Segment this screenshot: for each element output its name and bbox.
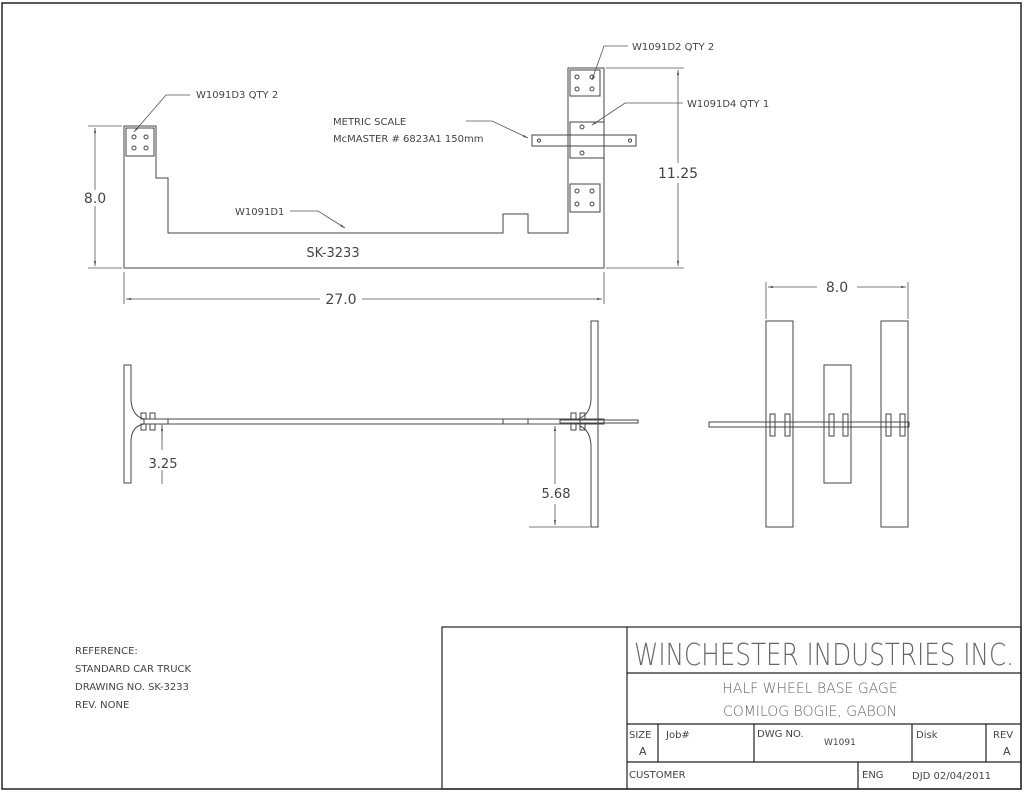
svg-text:REFERENCE:: REFERENCE: [75, 646, 138, 657]
top-view [123, 67, 637, 269]
side-upright-center [823, 364, 852, 484]
callout-scale-line1: METRIC SCALE [333, 117, 406, 128]
svg-text:DRAWING NO. SK-3233: DRAWING NO. SK-3233 [75, 682, 189, 693]
eng-value: DJD 02/04/2011 [912, 771, 991, 782]
eng-label: ENG [862, 770, 884, 781]
company-name: WINCHESTER INDUSTRIES INC. [634, 638, 1014, 673]
part-d3-block [125, 127, 155, 157]
customer-label: CUSTOMER [629, 770, 686, 781]
svg-text:STANDARD CAR TRUCK: STANDARD CAR TRUCK [75, 664, 192, 675]
disk-label: Disk [916, 730, 938, 741]
callout-scale-line2: McMASTER # 6823A1 150mm [333, 134, 483, 145]
side-upright-right [880, 320, 909, 528]
rev-value: A [1003, 745, 1011, 758]
callout-leaders [133, 45, 683, 229]
front-view [123, 320, 639, 528]
reference-note: REFERENCE: STANDARD CAR TRUCK DRAWING NO… [75, 646, 192, 711]
sketch-number: SK-3233 [306, 246, 359, 261]
callout-part-d3: W1091D3 QTY 2 [196, 90, 278, 101]
title-block [441, 626, 1022, 790]
metric-scale [531, 134, 637, 147]
part-d2-block-lower [569, 183, 601, 213]
top-view-dimensions [88, 67, 684, 304]
dim-height-right: 11.25 [658, 166, 698, 182]
size-label: SIZE [629, 730, 651, 741]
dwg-label: DWG NO. [757, 729, 804, 740]
front-view-dimensions [160, 423, 590, 528]
callout-part-d1: W1091D1 [235, 207, 284, 218]
dim-height-left: 8.0 [84, 191, 106, 207]
dim-front-right: 5.68 [542, 487, 571, 502]
part-d2-block-upper [569, 69, 601, 97]
side-bar [708, 421, 910, 428]
rev-label: REV [993, 730, 1013, 741]
drawing-title-line1: HALF WHEEL BASE GAGE [722, 681, 898, 697]
size-value: A [639, 745, 647, 758]
drawing-title-line2: COMILOG BOGIE, GABON [723, 704, 897, 720]
side-view [708, 320, 910, 528]
side-upright-left [765, 320, 794, 528]
callout-part-d2: W1091D2 QTY 2 [632, 42, 714, 53]
callout-part-d4: W1091D4 QTY 1 [687, 99, 769, 110]
part-d4-plate [569, 121, 605, 159]
dim-width: 27.0 [325, 292, 356, 308]
dim-side-width: 8.0 [826, 280, 848, 296]
side-view-dimensions [765, 282, 909, 319]
dwg-value: W1091 [824, 738, 856, 748]
svg-text:REV. NONE: REV. NONE [75, 700, 129, 711]
dim-front-left: 3.25 [149, 457, 178, 472]
job-label: Job# [665, 730, 690, 741]
